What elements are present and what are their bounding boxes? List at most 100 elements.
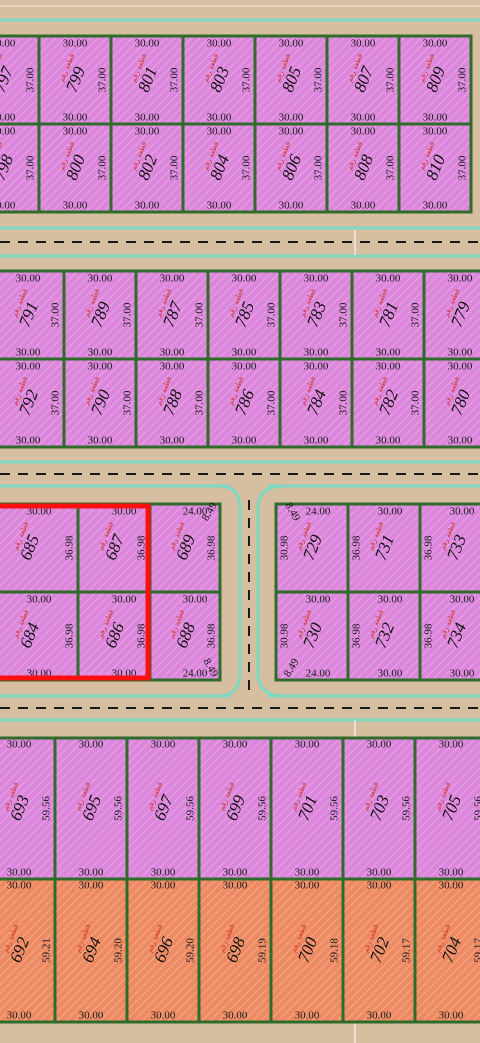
- dim-mid: 30.00: [79, 880, 104, 892]
- dim-top: 30.00: [376, 273, 401, 285]
- dim-side: 36.98: [206, 535, 218, 560]
- dim-bottom: 30.00: [207, 200, 232, 212]
- dim-side: 37.00: [313, 67, 325, 92]
- plot-hatch: [127, 738, 199, 879]
- plot-hatch: [39, 124, 111, 212]
- dim-side: 59.56: [329, 796, 341, 821]
- dim-side: 37.00: [266, 390, 278, 415]
- dim-bottom: 30.00: [0, 200, 16, 212]
- dim-side: 37.00: [266, 302, 278, 327]
- dim-top: 30.00: [207, 38, 232, 50]
- plot-hatch: [424, 359, 480, 447]
- dim-top: 30.00: [295, 739, 320, 751]
- dim-bottom: 30.00: [448, 435, 473, 447]
- dim-bottom: 30.00: [151, 1010, 176, 1022]
- dim-mid: 30.00: [376, 347, 401, 359]
- plot-hatch: [327, 36, 399, 124]
- dim-side: 36.98: [136, 535, 148, 560]
- dim-side: 36.98: [423, 535, 435, 560]
- plot-hatch: [255, 36, 327, 124]
- dim-side: 36.98: [351, 535, 363, 560]
- dim-mid: 30.00: [7, 880, 32, 892]
- plot-hatch: [348, 504, 420, 592]
- plot-hatch: [183, 124, 255, 212]
- plot-hatch: [399, 124, 471, 212]
- plot-hatch: [136, 359, 208, 447]
- dim-bottom: 30.00: [439, 1010, 464, 1022]
- plot-hatch: [255, 124, 327, 212]
- dim-mid: 30.00: [63, 112, 88, 124]
- dim-top: 30.00: [0, 38, 16, 50]
- dim-side: 37.00: [122, 390, 134, 415]
- dim-side: 37.00: [50, 390, 62, 415]
- dim-side: 59.20: [113, 938, 125, 963]
- dim-side: 59.17: [401, 938, 413, 963]
- dim-mid: 30.00: [135, 112, 160, 124]
- dim-side: 59.56: [257, 796, 269, 821]
- dim-mid: 30.00: [135, 126, 160, 138]
- dim-bottom: 30.00: [450, 668, 475, 680]
- dim-bottom: 24.00: [183, 668, 208, 680]
- dim-bottom: 30.00: [279, 200, 304, 212]
- dim-side: 37.00: [410, 390, 422, 415]
- dim-mid: 30.00: [79, 867, 104, 879]
- dim-mid: 30.00: [448, 361, 473, 373]
- dim-side: 37.00: [50, 302, 62, 327]
- road-centerlines: [0, 241, 480, 709]
- dim-mid: 30.00: [232, 347, 257, 359]
- dim-mid: 30.00: [207, 112, 232, 124]
- dim-side: 36.98: [351, 623, 363, 648]
- plot-hatch: [64, 271, 136, 359]
- dim-side: 37.00: [194, 390, 206, 415]
- plot-hatch: [276, 592, 348, 680]
- plot-hatch: [150, 504, 220, 592]
- dim-mid: 30.00: [367, 880, 392, 892]
- plot-hatch: [208, 271, 280, 359]
- dim-bottom: 30.00: [135, 200, 160, 212]
- plot-hatch: [0, 271, 64, 359]
- dim-top: 30.00: [16, 273, 41, 285]
- plot-hatch: [127, 879, 199, 1022]
- dim-side: 37.00: [385, 67, 397, 92]
- dim-mid: 30.00: [223, 867, 248, 879]
- plot-hatch: [78, 592, 150, 680]
- dim-mid: 30.00: [88, 361, 113, 373]
- dim-side: 59.20: [185, 938, 197, 963]
- plot-hatch: [55, 879, 127, 1022]
- dim-top: 30.00: [63, 38, 88, 50]
- plot-hatch: [0, 592, 78, 680]
- dim-bottom: 30.00: [88, 435, 113, 447]
- dim-mid: 30.00: [27, 594, 52, 606]
- dim-side: 36.98: [136, 623, 148, 648]
- plot-hatch: [343, 879, 415, 1022]
- dim-mid: 30.00: [0, 126, 16, 138]
- dim-side: 37.00: [385, 155, 397, 180]
- dim-mid: 30.00: [448, 347, 473, 359]
- dim-top: 30.00: [378, 506, 403, 518]
- dim-mid: 30.00: [279, 112, 304, 124]
- dim-top: 30.00: [151, 739, 176, 751]
- selection-highlight[interactable]: [0, 503, 151, 681]
- plot-hatch: [343, 738, 415, 879]
- plot-hatch: [136, 271, 208, 359]
- dim-bottom: 30.00: [295, 1010, 320, 1022]
- plot-hatch: [0, 504, 78, 592]
- dim-bottom: 30.00: [378, 668, 403, 680]
- dim-top: 30.00: [232, 273, 257, 285]
- dim-mid: 30.00: [367, 867, 392, 879]
- dim-side: 37.00: [97, 67, 109, 92]
- dim-top: 30.00: [450, 506, 475, 518]
- dim-mid: 30.00: [423, 126, 448, 138]
- dim-side: 37.00: [338, 390, 350, 415]
- dim-top: 30.00: [351, 38, 376, 50]
- plot-hatch: [327, 124, 399, 212]
- dim-mid: 30.00: [439, 880, 464, 892]
- dim-mid: 30.00: [378, 594, 403, 606]
- plot-hatch: [280, 271, 352, 359]
- plot-hatch: [348, 592, 420, 680]
- dim-side: 37.00: [25, 155, 37, 180]
- dim-side: 37.00: [241, 155, 253, 180]
- dim-side: 37.00: [169, 67, 181, 92]
- plot-hatch: [64, 359, 136, 447]
